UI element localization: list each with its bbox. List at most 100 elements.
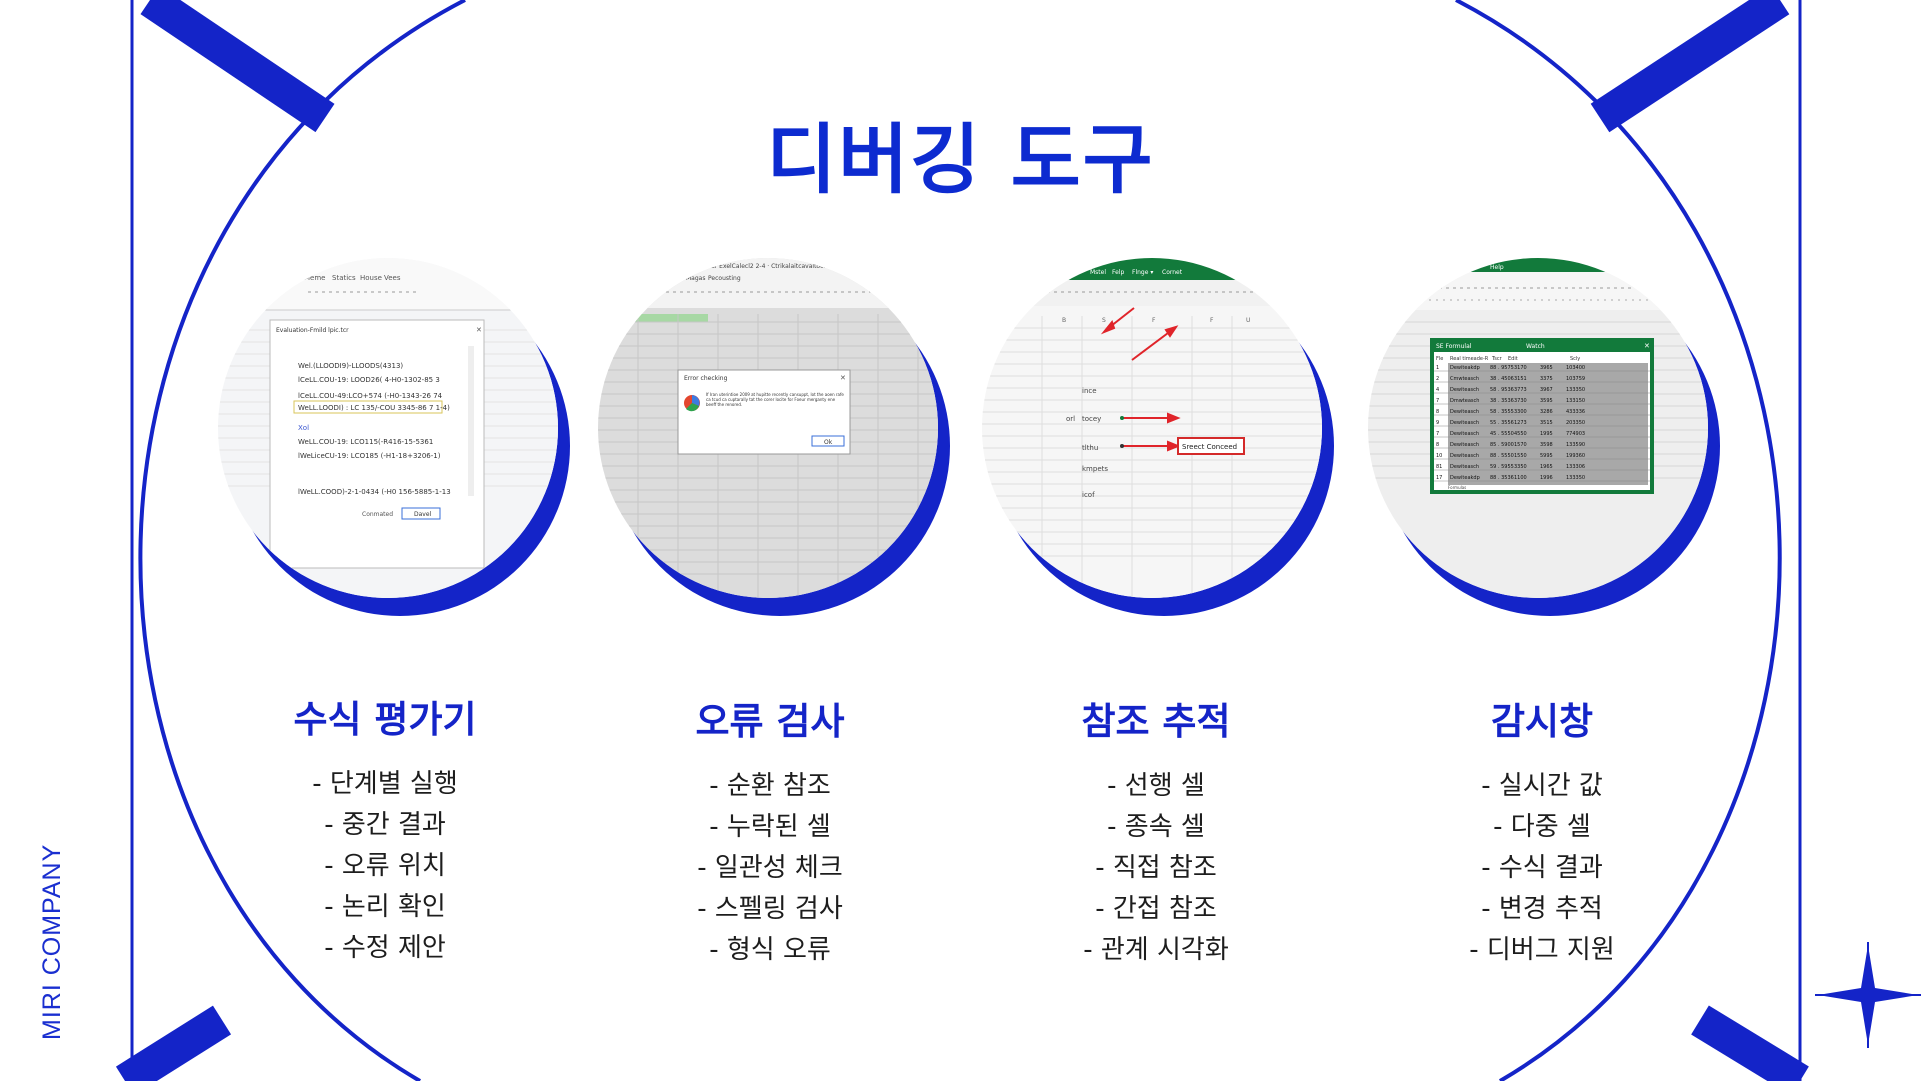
svg-text:WeLL.LOODI) : LC 135/-COU 3345: WeLL.LOODI) : LC 135/-COU 3345-86 7 1-4) — [298, 404, 450, 412]
watch-cell: 9 — [1436, 420, 1439, 426]
svg-text:U: U — [1246, 317, 1250, 324]
list-item: - 형식 오류 — [709, 935, 831, 965]
watch-cell: 55 . 3556 — [1490, 420, 1514, 426]
svg-text:tocey: tocey — [1082, 415, 1101, 423]
watch-cell: 58 . 9536 — [1490, 387, 1514, 393]
watch-cell: 3300 — [1514, 409, 1527, 415]
watch-cell: 1570 — [1514, 442, 1527, 448]
watch-window-screenshot: Help SE Formulal Watch ✕ Fle Real timead… — [1368, 258, 1720, 616]
watch-cell: 1965 — [1540, 464, 1553, 470]
watch-cell: 8 — [1436, 409, 1439, 415]
list-item: - 관계 시각화 — [1083, 935, 1229, 965]
svg-text:lWeLiceCU-19: LCO185 (-H1-18+3: lWeLiceCU-19: LCO185 (-H1-18+3206-1) — [298, 452, 441, 460]
svg-text:tlthu: tlthu — [1082, 444, 1098, 452]
watch-cell: 133306 — [1566, 464, 1585, 470]
watch-cell: 3965 — [1540, 365, 1553, 371]
watch-cell: 1996 — [1540, 475, 1553, 481]
watch-cell: 88 . 9575 — [1490, 365, 1514, 371]
formula-evaluator-screenshot: Meme Statics House Vees Evaluation-Fmild… — [218, 258, 570, 616]
watch-cell: 1 — [1436, 365, 1439, 371]
svg-text:Pecousting: Pecousting — [708, 275, 741, 282]
watch-cell: 3286 — [1540, 409, 1553, 415]
watch-cell: Dewiteasch — [1450, 453, 1479, 459]
column-watch-window: 감시창 - 실시간 값 - 다중 셀 - 수식 결과 - 변경 추적 - 디버그… — [1362, 700, 1722, 971]
watch-cell: Dewiteasch — [1450, 442, 1479, 448]
watch-cell: 1100 — [1514, 475, 1527, 481]
watch-cell: 2 — [1436, 376, 1439, 382]
feature-list: - 실시간 값 - 다중 셀 - 수식 결과 - 변경 추적 - 디버그 지원 — [1362, 766, 1722, 971]
watch-cell: 88 . 5550 — [1490, 453, 1514, 459]
svg-text:House: House — [360, 274, 382, 282]
watch-cell: 1550 — [1514, 453, 1527, 459]
svg-text:Scly: Scly — [1570, 356, 1580, 362]
trace-references-screenshot: View ▾ Mstel Felp Flnge ▾ Cornet A B S F… — [982, 258, 1334, 616]
svg-text:Statics: Statics — [332, 274, 356, 282]
svg-text:Watch: Watch — [1526, 343, 1545, 350]
watch-cell: 10 — [1436, 453, 1442, 459]
watch-cell: 17 — [1436, 475, 1442, 481]
watch-cell: 1273 — [1514, 420, 1527, 426]
svg-text:Xol: Xol — [298, 424, 309, 432]
svg-text:Error checking: Error checking — [684, 375, 728, 382]
watch-cell: 45 . 5550 — [1490, 431, 1514, 437]
heading-watch-window: 감시창 — [1490, 700, 1594, 743]
svg-text:View ▾: View ▾ — [1062, 269, 1081, 276]
svg-text:kmpets: kmpets — [1082, 465, 1108, 473]
watch-cell: 3375 — [1540, 376, 1553, 382]
watch-cell: 3730 — [1514, 398, 1527, 404]
svg-text:Formulas: Formulas — [1448, 485, 1466, 490]
heading-formula-evaluator: 수식 평가기 — [293, 698, 477, 741]
svg-text:Tecols: Tecols — [661, 275, 680, 282]
list-item: - 수식 결과 — [1481, 853, 1603, 883]
list-item: - 중간 결과 — [324, 810, 446, 840]
svg-text:Meme: Meme — [304, 274, 325, 282]
watch-cell: 8 — [1436, 442, 1439, 448]
feature-list: - 선행 셀 - 종속 셀 - 직접 참조 - 간접 참조 - 관계 시각화 — [976, 766, 1336, 971]
column-trace-references: 참조 추적 - 선행 셀 - 종속 셀 - 직접 참조 - 간접 참조 - 관계… — [976, 700, 1336, 971]
feature-list: - 순환 참조 - 누락된 셀 - 일관성 체크 - 스펠링 검사 - 형식 오… — [590, 766, 950, 971]
watch-cell: Dewiteasch — [1450, 464, 1479, 470]
watch-cell: 58 . 3555 — [1490, 409, 1514, 415]
svg-text:Magas: Magas — [686, 275, 705, 282]
watch-cell: 38 . 3536 — [1490, 398, 1514, 404]
svg-text:✕: ✕ — [1644, 342, 1650, 350]
watch-cell: 85 . 5900 — [1490, 442, 1514, 448]
watch-cell: Dewiteakdp — [1450, 365, 1480, 371]
svg-text:Mstel: Mstel — [1090, 269, 1106, 276]
svg-text:Tscr: Tscr — [1491, 356, 1503, 362]
watch-cell: 133350 — [1566, 387, 1585, 393]
list-item: - 수정 제안 — [324, 933, 446, 963]
watch-cell: 3598 — [1540, 442, 1553, 448]
watch-cell: Dewiteasch — [1450, 431, 1479, 437]
watch-cell: 7 — [1436, 431, 1439, 437]
watch-cell: 133350 — [1566, 475, 1585, 481]
list-item: - 디버그 지원 — [1469, 935, 1615, 965]
list-item: - 일관성 체크 — [697, 853, 843, 883]
watch-cell: 4 — [1436, 387, 1439, 393]
svg-text:Flar ExelCalecl2 2-4 · Ctrikal: Flar ExelCalecl2 2-4 · Ctrikalaitcavalto… — [706, 263, 837, 270]
svg-text:B: B — [1062, 317, 1066, 324]
watch-cell: Dewiteakdp — [1450, 475, 1480, 481]
brand-name: MIRI COMPANY — [38, 843, 66, 1040]
watch-cell: 1995 — [1540, 431, 1553, 437]
list-item: - 순환 참조 — [709, 771, 831, 801]
watch-cell: 81 — [1436, 464, 1442, 470]
svg-text:S: S — [1102, 317, 1106, 324]
watch-cell: 774903 — [1566, 431, 1585, 437]
list-item: - 종속 셀 — [1107, 812, 1205, 842]
watch-cell: 3773 — [1514, 387, 1527, 393]
list-item: - 선행 셀 — [1107, 771, 1205, 801]
svg-text:Evaluation-Fmild lpic.tcr: Evaluation-Fmild lpic.tcr — [276, 327, 349, 334]
error-checking-screenshot: Flar ExelCalecl2 2-4 · Ctrikalaitcavalto… — [598, 258, 950, 616]
watch-cell: 3967 — [1540, 387, 1553, 393]
svg-text:Felp: Felp — [1112, 269, 1124, 276]
svg-text:icof: icof — [1082, 491, 1095, 499]
list-item: - 변경 추적 — [1481, 894, 1603, 924]
svg-text:Cornet: Cornet — [1162, 269, 1183, 276]
svg-text:Wel.(LLOODI9)-LLOODS(4313): Wel.(LLOODI9)-LLOODS(4313) — [298, 362, 403, 370]
heading-trace-references: 참조 추적 — [1081, 700, 1231, 743]
svg-text:Vees: Vees — [384, 274, 401, 282]
svg-text:SE Formulal: SE Formulal — [1436, 343, 1472, 350]
watch-cell: 3170 — [1514, 365, 1527, 371]
